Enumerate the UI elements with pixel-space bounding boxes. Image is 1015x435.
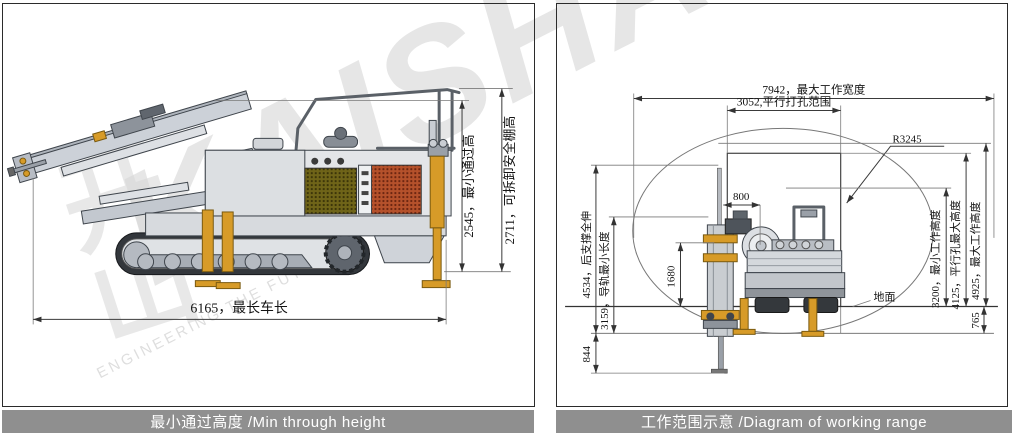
dim-support-below-ground: 765	[970, 306, 987, 334]
dim-label-working-radius: R3245	[892, 133, 922, 145]
track-front-left	[754, 297, 790, 313]
dim-parallel-drilling-range: 3052,平行打孔范围	[726, 94, 842, 154]
dim-label-min-working-height: 3200，最小工作高度	[928, 209, 942, 307]
caption-min-through-height: 最小通过高度 /Min through height	[2, 410, 534, 433]
caption-working-range: 工作范围示意 /Diagram of working range	[556, 410, 1012, 433]
boom-arm	[80, 181, 222, 225]
crawler-track	[115, 231, 370, 276]
dim-label-rear-support-extended: 4534，后支撑全伸	[579, 211, 593, 299]
feed-motor	[724, 218, 752, 235]
dim-max-working-height: 4925，最大工作高度	[968, 143, 989, 307]
dim-min-pass-height: 2545，最小通过高	[215, 100, 511, 273]
panel-min-through-height: 6165，最长车长 2545，最小通过高 2711，可拆卸安全棚高	[2, 3, 535, 407]
machine-body	[746, 250, 843, 274]
rock-drill-motor	[139, 103, 166, 121]
ground-label: 地面	[874, 291, 896, 304]
drill-bit	[6, 166, 17, 177]
feed-cylinder	[60, 124, 208, 177]
dim-label-canopy-height: 2711，可拆卸安全棚高	[502, 116, 517, 245]
drill-rig-front-view	[700, 167, 846, 374]
side-view-drawing: 6165，最长车长 2545，最小通过高 2711，可拆卸安全棚高	[6, 88, 517, 325]
support-jack-front	[194, 209, 241, 290]
dim-label-vehicle-length: 6165，最长车长	[190, 299, 288, 316]
dim-below-ground-reach: 844	[581, 333, 599, 374]
dim-label-max-working-width: 7942，最大工作宽度	[762, 83, 865, 97]
boom-cylinder	[98, 181, 190, 205]
working-range-drawing: 7942，最大工作宽度 3052,平行打孔范围 R3245 3200，最小工作高…	[565, 83, 998, 374]
mast-top-rod	[717, 167, 722, 227]
dim-min-rail-length: 3159，导轨最小长度	[597, 216, 617, 334]
rear-skirt	[373, 235, 445, 264]
dim-label-support-below-ground: 765	[970, 312, 982, 329]
dim-label-mast-offset: 800	[733, 191, 750, 203]
drill-rod-below-ground	[717, 335, 724, 370]
panel-working-range: 7942，最大工作宽度 3052,平行打孔范围 R3245 3200，最小工作高…	[556, 3, 1008, 407]
dim-vehicle-length: 6165，最长车长	[32, 178, 447, 325]
dim-max-working-width: 7942，最大工作宽度	[633, 83, 995, 238]
rops-frame	[792, 205, 826, 253]
mesh-screen-orange	[370, 164, 422, 215]
dim-label-below-ground-reach: 844	[581, 346, 593, 363]
dim-label-rail-travel: 1680	[666, 265, 678, 287]
dim-min-working-height: 3200，最小工作高度	[928, 188, 950, 308]
mesh-screen-olive	[304, 167, 358, 215]
dim-label-min-pass-height: 2545，最小通过高	[461, 134, 476, 237]
jack-left	[739, 298, 749, 330]
dim-label-parallel-drilling-range: 3052,平行打孔范围	[737, 94, 831, 108]
dim-parallel-hole-max-height: 4125，平行孔最大高度	[948, 153, 969, 309]
muffler	[252, 137, 284, 150]
support-jack-rear	[421, 138, 451, 289]
dim-label-max-working-height: 4925，最大工作高度	[968, 201, 982, 299]
dim-rail-travel: 1680	[666, 242, 715, 307]
jack-right	[808, 298, 818, 332]
power-pack-housing	[204, 126, 452, 217]
dim-label-parallel-hole-max-height: 4125，平行孔最大高度	[948, 200, 962, 309]
ground-callout: 地面	[852, 291, 896, 307]
drill-feed-rail	[6, 90, 252, 184]
dim-working-radius: R3245	[846, 133, 945, 204]
dim-mast-offset: 800	[723, 191, 761, 245]
dim-rear-support-extended: 4534，后支撑全伸	[579, 165, 599, 334]
dim-label-min-rail-length: 3159，导轨最小长度	[597, 231, 611, 329]
drill-head-cluster	[700, 309, 740, 320]
dim-canopy-height: 2711，可拆卸安全棚高	[459, 88, 517, 272]
